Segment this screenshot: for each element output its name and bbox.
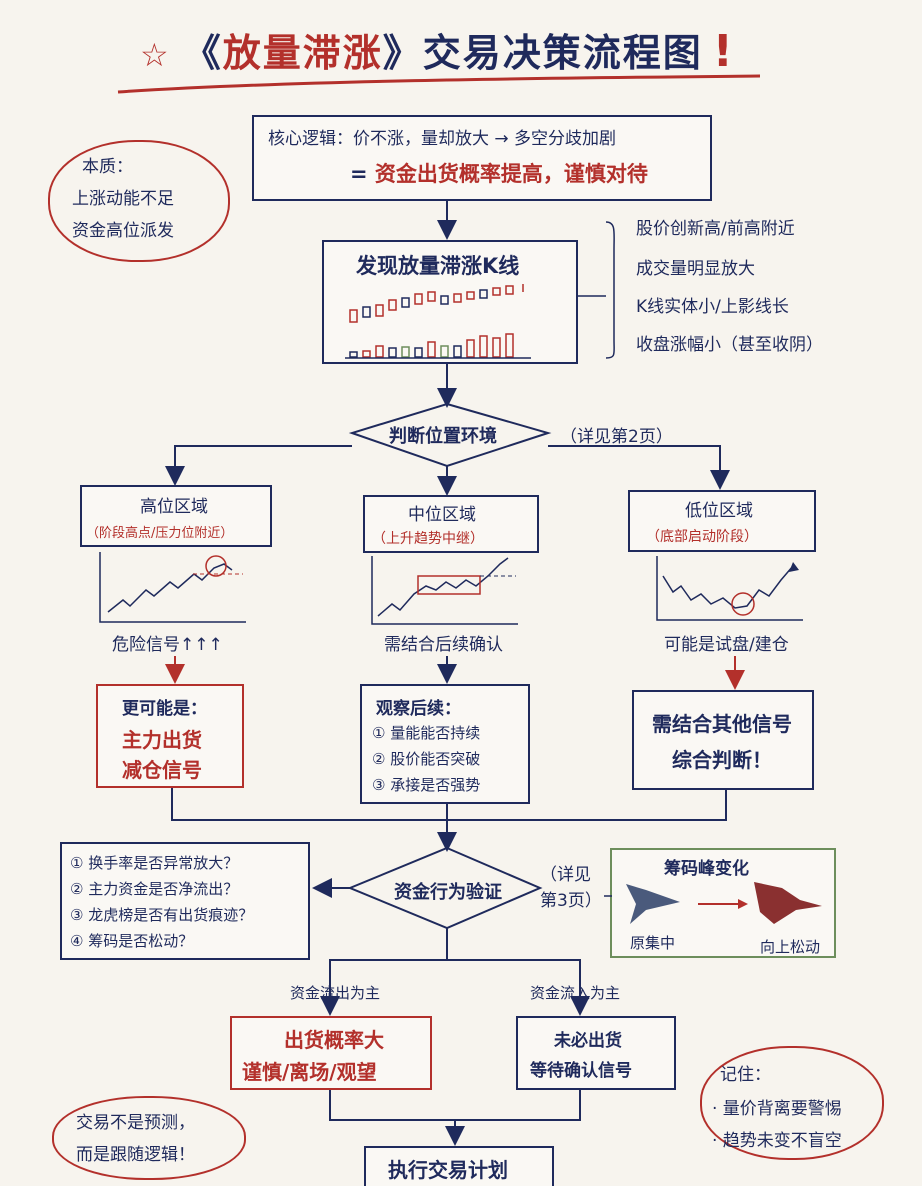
feature-item: 成交量明显放大 bbox=[636, 259, 755, 279]
chip-title: 筹码峰变化 bbox=[664, 859, 749, 879]
find-kline-box bbox=[322, 240, 578, 364]
remember-item: · 量价背离要警惕 bbox=[712, 1099, 842, 1119]
mid-observe-item: ③ 承接是否强势 bbox=[372, 776, 481, 794]
core-logic-line2: = 资金出货概率提高，谨慎对待 bbox=[350, 162, 648, 186]
low-zone-chart bbox=[656, 556, 803, 621]
verify-label: 资金行为验证 bbox=[394, 882, 502, 903]
checks-box bbox=[60, 842, 310, 960]
title-text: 交易决策流程图 bbox=[422, 31, 703, 75]
remember-cloud bbox=[700, 1046, 884, 1160]
high-zone-result: 危险信号↑↑↑ bbox=[112, 635, 223, 655]
check-item: ③ 龙虎榜是否有出货痕迹？ bbox=[70, 906, 254, 924]
high-conclusion-box bbox=[96, 684, 244, 788]
low-zone-sub: （底部启动阶段） bbox=[646, 529, 758, 545]
judge-label: 判断位置环境 bbox=[389, 426, 497, 447]
inflow-line2: 等待确认信号 bbox=[530, 1061, 632, 1081]
mid-zone-result: 需结合后续确认 bbox=[384, 635, 503, 655]
mid-observe-box bbox=[360, 684, 530, 804]
core-logic-line1: 核心逻辑：价不涨，量却放大 → 多空分歧加剧 bbox=[268, 129, 617, 149]
inflow-line1: 未必出货 bbox=[554, 1031, 622, 1051]
inflow-box bbox=[516, 1016, 676, 1090]
chip-left-label: 原集中 bbox=[630, 934, 676, 952]
motto-line2: 而是跟随逻辑！ bbox=[76, 1145, 195, 1165]
verify-note: （详见第3页） bbox=[540, 865, 602, 911]
feature-item: 股价创新高/前高附近 bbox=[636, 219, 795, 239]
check-item: ② 主力资金是否净流出？ bbox=[70, 880, 239, 898]
essence-head: 本质： bbox=[82, 157, 133, 177]
chip-right-label: 向上松动 bbox=[760, 938, 821, 956]
motto-line1: 交易不是预测， bbox=[76, 1113, 195, 1133]
mid-zone-chart bbox=[371, 556, 518, 625]
essence-cloud bbox=[48, 140, 230, 262]
essence-line2: 资金高位派发 bbox=[72, 221, 174, 241]
feature-item: K线实体小/上影线长 bbox=[636, 297, 789, 317]
outflow-branch-label: 资金流出为主 bbox=[290, 984, 381, 1002]
execute-label: 执行交易计划 bbox=[388, 1158, 508, 1182]
low-judge-line: 需结合其他信号 bbox=[652, 712, 792, 736]
star-icon: ☆ bbox=[140, 36, 171, 74]
high-conclusion-line: 减仓信号 bbox=[122, 758, 202, 782]
mid-observe-head: 观察后续： bbox=[376, 699, 461, 719]
high-zone-chart bbox=[99, 552, 246, 623]
mid-zone-title: 中位区域 bbox=[408, 505, 476, 525]
low-judge-line: 综合判断！ bbox=[672, 748, 772, 772]
outflow-line1: 出货概率大 bbox=[284, 1028, 384, 1052]
inflow-branch-label: 资金流入为主 bbox=[530, 984, 621, 1002]
volume-bars bbox=[345, 333, 531, 359]
candles bbox=[349, 284, 524, 323]
outflow-box bbox=[230, 1016, 432, 1090]
mid-observe-item: ② 股价能否突破 bbox=[372, 750, 481, 768]
high-zone-title: 高位区域 bbox=[140, 497, 208, 517]
mid-observe-item: ① 量能能否持续 bbox=[372, 724, 481, 742]
outflow-line2: 谨慎/离场/观望 bbox=[242, 1060, 377, 1084]
low-judge-box bbox=[632, 690, 814, 790]
low-zone-box bbox=[628, 490, 816, 552]
feature-item: 收盘涨幅小（甚至收阴） bbox=[636, 335, 823, 355]
chip-peak-icon bbox=[626, 882, 822, 924]
low-zone-result: 可能是试盘/建仓 bbox=[664, 635, 789, 655]
mid-zone-sub: （上升趋势中继） bbox=[372, 531, 484, 547]
title-highlight: 放量滞涨 bbox=[222, 31, 383, 75]
mid-zone-box bbox=[363, 495, 539, 553]
check-item: ④ 筹码是否松动？ bbox=[70, 932, 194, 950]
exclamation-mark: ! bbox=[712, 26, 735, 77]
kline-mini-chart bbox=[345, 284, 531, 359]
high-zone-sub: （阶段高点/压力位附近） bbox=[86, 526, 234, 541]
high-conclusion-head: 更可能是： bbox=[122, 699, 207, 719]
judge-note: （详见第2页） bbox=[560, 427, 673, 447]
find-kline-label: 发现放量滞涨K线 bbox=[356, 254, 520, 278]
title: ☆《放量滞涨》交易决策流程图! bbox=[140, 26, 735, 77]
high-zone-box bbox=[80, 485, 272, 547]
remember-item: · 趋势未变不盲空 bbox=[712, 1131, 842, 1151]
essence-line1: 上涨动能不足 bbox=[72, 189, 174, 209]
check-item: ① 换手率是否异常放大？ bbox=[70, 854, 239, 872]
remember-head: 记住： bbox=[720, 1065, 771, 1085]
core-logic-box bbox=[252, 115, 712, 201]
high-conclusion-line: 主力出货 bbox=[122, 728, 202, 752]
low-zone-title: 低位区域 bbox=[685, 501, 753, 521]
